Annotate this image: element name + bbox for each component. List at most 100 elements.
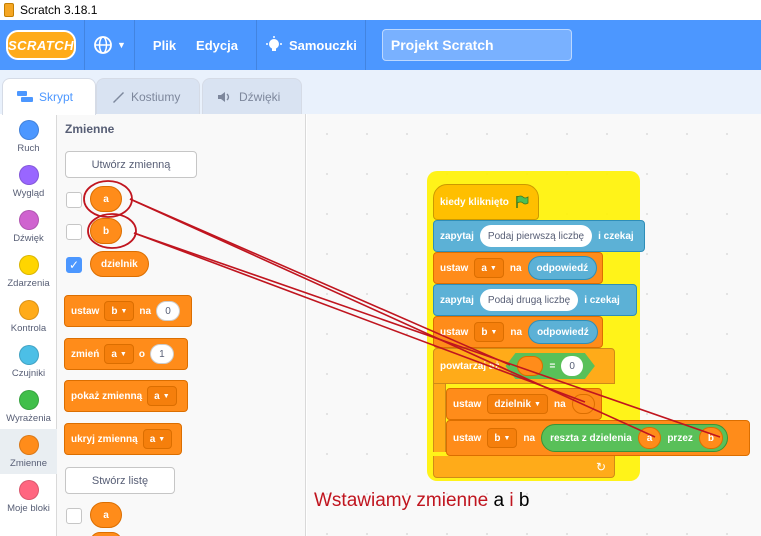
speaker-icon (218, 91, 230, 102)
variable-dropdown[interactable]: a▼ (104, 344, 134, 364)
variable-b-checkbox[interactable] (66, 224, 82, 240)
variable-b-in-mod[interactable]: b (698, 427, 723, 449)
category-looks[interactable]: Wygląd (0, 159, 57, 204)
hide-variable-block[interactable]: ukryj zmienną a▼ (64, 423, 182, 455)
chevron-down-icon: ▼ (119, 350, 127, 358)
palette-heading: Zmienne (65, 122, 115, 136)
answer-reporter[interactable]: odpowiedź (527, 256, 598, 280)
block-label: ustaw (453, 432, 482, 444)
variable-a-checkbox[interactable] (66, 192, 82, 208)
caption-text: Wstawiamy zmienne (314, 490, 489, 511)
variable-dropdown[interactable]: b▼ (104, 301, 135, 321)
menu-divider (133, 20, 135, 70)
when-flag-clicked-block[interactable]: kiedy kliknięto (433, 184, 539, 220)
window-titlebar: Scratch 3.18.1 (0, 0, 761, 20)
category-variables[interactable]: Zmienne (0, 429, 57, 474)
chevron-down-icon: ▼ (490, 328, 498, 336)
repeat-until-footer: ↻ (433, 456, 615, 478)
value-input[interactable]: 1 (149, 344, 174, 364)
window-title: Scratch 3.18.1 (20, 3, 98, 17)
change-variable-block[interactable]: zmień a▼ o 1 (64, 338, 188, 370)
block-label: ustaw (440, 262, 469, 274)
variable-dropdown[interactable]: a▼ (147, 386, 177, 406)
block-label: ustaw (453, 398, 482, 410)
category-label: Ruch (17, 143, 40, 154)
edit-menu[interactable]: Edycja (196, 37, 238, 53)
tab-costumes[interactable]: Kostiumy (96, 78, 200, 114)
set-b-mod-block[interactable]: ustaw b▼ na reszta z dzielenia a przez b (446, 420, 750, 456)
block-label: na (509, 262, 522, 274)
block-label: na (523, 432, 536, 444)
equals-operator[interactable]: = 0 (505, 353, 594, 379)
empty-slot[interactable] (517, 356, 543, 376)
value-input[interactable]: 0 (561, 356, 583, 376)
caption-var-a: a (493, 490, 505, 511)
show-variable-block[interactable]: pokaż zmienną a▼ (64, 380, 188, 412)
scratch-logo[interactable]: SCRATCH (6, 30, 76, 60)
category-my-blocks[interactable]: Moje bloki (0, 474, 57, 519)
tutorials-button[interactable]: Samouczki (265, 36, 357, 54)
set-a-block[interactable]: ustaw a▼ na odpowiedź (433, 252, 603, 284)
dropdown-value: a (111, 348, 117, 360)
variable-dropdown[interactable]: b▼ (487, 428, 518, 448)
block-label: ukryj zmienną (71, 433, 138, 445)
ask-and-wait-block[interactable]: zapytaj Podaj pierwszą liczbę i czekaj (433, 220, 645, 252)
category-sensing[interactable]: Czujniki (0, 339, 57, 384)
editor-tabs: Skrypt Kostiumy Dźwięki (0, 70, 761, 115)
mod-operator[interactable]: reszta z dzielenia a przez b (541, 424, 728, 452)
question-input[interactable]: Podaj drugą liczbę (479, 289, 579, 311)
tab-sounds[interactable]: Dźwięki (202, 78, 302, 114)
category-dot (18, 120, 39, 140)
operator-label: reszta z dzielenia (550, 432, 632, 444)
empty-slot[interactable] (571, 394, 595, 414)
variable-dropdown[interactable]: a▼ (142, 429, 173, 449)
tab-code-label: Skrypt (39, 90, 74, 104)
variable-dropdown[interactable]: b▼ (474, 322, 505, 342)
variable-a-in-mod[interactable]: a (637, 427, 662, 449)
variable-dropdown[interactable]: a▼ (474, 258, 504, 278)
variable-dropdown[interactable]: dzielnik▼ (487, 394, 548, 414)
dropdown-value: dzielnik (494, 398, 532, 410)
variable-dzielnik-checkbox[interactable]: ✓ (66, 257, 82, 273)
file-menu[interactable]: Plik (152, 37, 177, 53)
category-events[interactable]: Zdarzenia (0, 249, 57, 294)
variable-b-reporter[interactable]: b (90, 218, 122, 244)
variable-dzielnik-reporter[interactable]: dzielnik (90, 251, 149, 277)
block-label: na (139, 305, 152, 317)
category-menu: Ruch Wygląd Dźwięk Zdarzenia Kontrola Cz… (0, 114, 57, 536)
block-label: na (510, 326, 523, 338)
lightbulb-icon (265, 36, 282, 51)
make-list-button[interactable]: Stwórz listę (65, 467, 175, 494)
category-dot (18, 210, 39, 230)
question-input[interactable]: Podaj pierwszą liczbę (479, 225, 593, 247)
menu-divider (255, 20, 257, 70)
caption-conjunction: i (509, 490, 514, 511)
category-sound[interactable]: Dźwięk (0, 204, 57, 249)
language-menu[interactable]: ▼ (93, 35, 126, 55)
value-input[interactable]: 0 (156, 301, 181, 321)
make-variable-button[interactable]: Utwórz zmienną (65, 151, 197, 178)
category-motion[interactable]: Ruch (0, 114, 57, 159)
category-label: Dźwięk (13, 233, 44, 244)
category-control[interactable]: Kontrola (0, 294, 57, 339)
project-title-input[interactable]: Projekt Scratch (381, 29, 572, 61)
ask-and-wait-block[interactable]: zapytaj Podaj drugą liczbę i czekaj (433, 284, 637, 316)
dropdown-value: b (111, 305, 118, 317)
script-area[interactable]: kiedy kliknięto zapytaj Podaj pierwszą l… (307, 114, 761, 536)
code-icon (17, 91, 33, 102)
list-checkbox[interactable] (66, 508, 82, 524)
answer-reporter[interactable]: odpowiedź (528, 320, 598, 344)
tab-code[interactable]: Skrypt (2, 78, 96, 115)
category-operators[interactable]: Wyrażenia (0, 384, 57, 429)
variable-a-reporter[interactable]: a (90, 186, 122, 212)
set-variable-block[interactable]: ustaw b▼ na 0 (64, 295, 192, 327)
category-label: Moje bloki (7, 503, 50, 514)
chevron-down-icon: ▼ (503, 434, 511, 442)
set-b-block[interactable]: ustaw b▼ na odpowiedź (433, 316, 603, 348)
set-dzielnik-block[interactable]: ustaw dzielnik▼ na (446, 388, 602, 420)
tab-sounds-label: Dźwięki (239, 89, 281, 104)
list-reporter-partial[interactable] (90, 532, 122, 536)
tutorials-label: Samouczki (288, 37, 357, 53)
repeat-until-block[interactable]: powtarzaj aż = 0 (433, 348, 615, 384)
list-reporter[interactable]: a (90, 502, 122, 528)
